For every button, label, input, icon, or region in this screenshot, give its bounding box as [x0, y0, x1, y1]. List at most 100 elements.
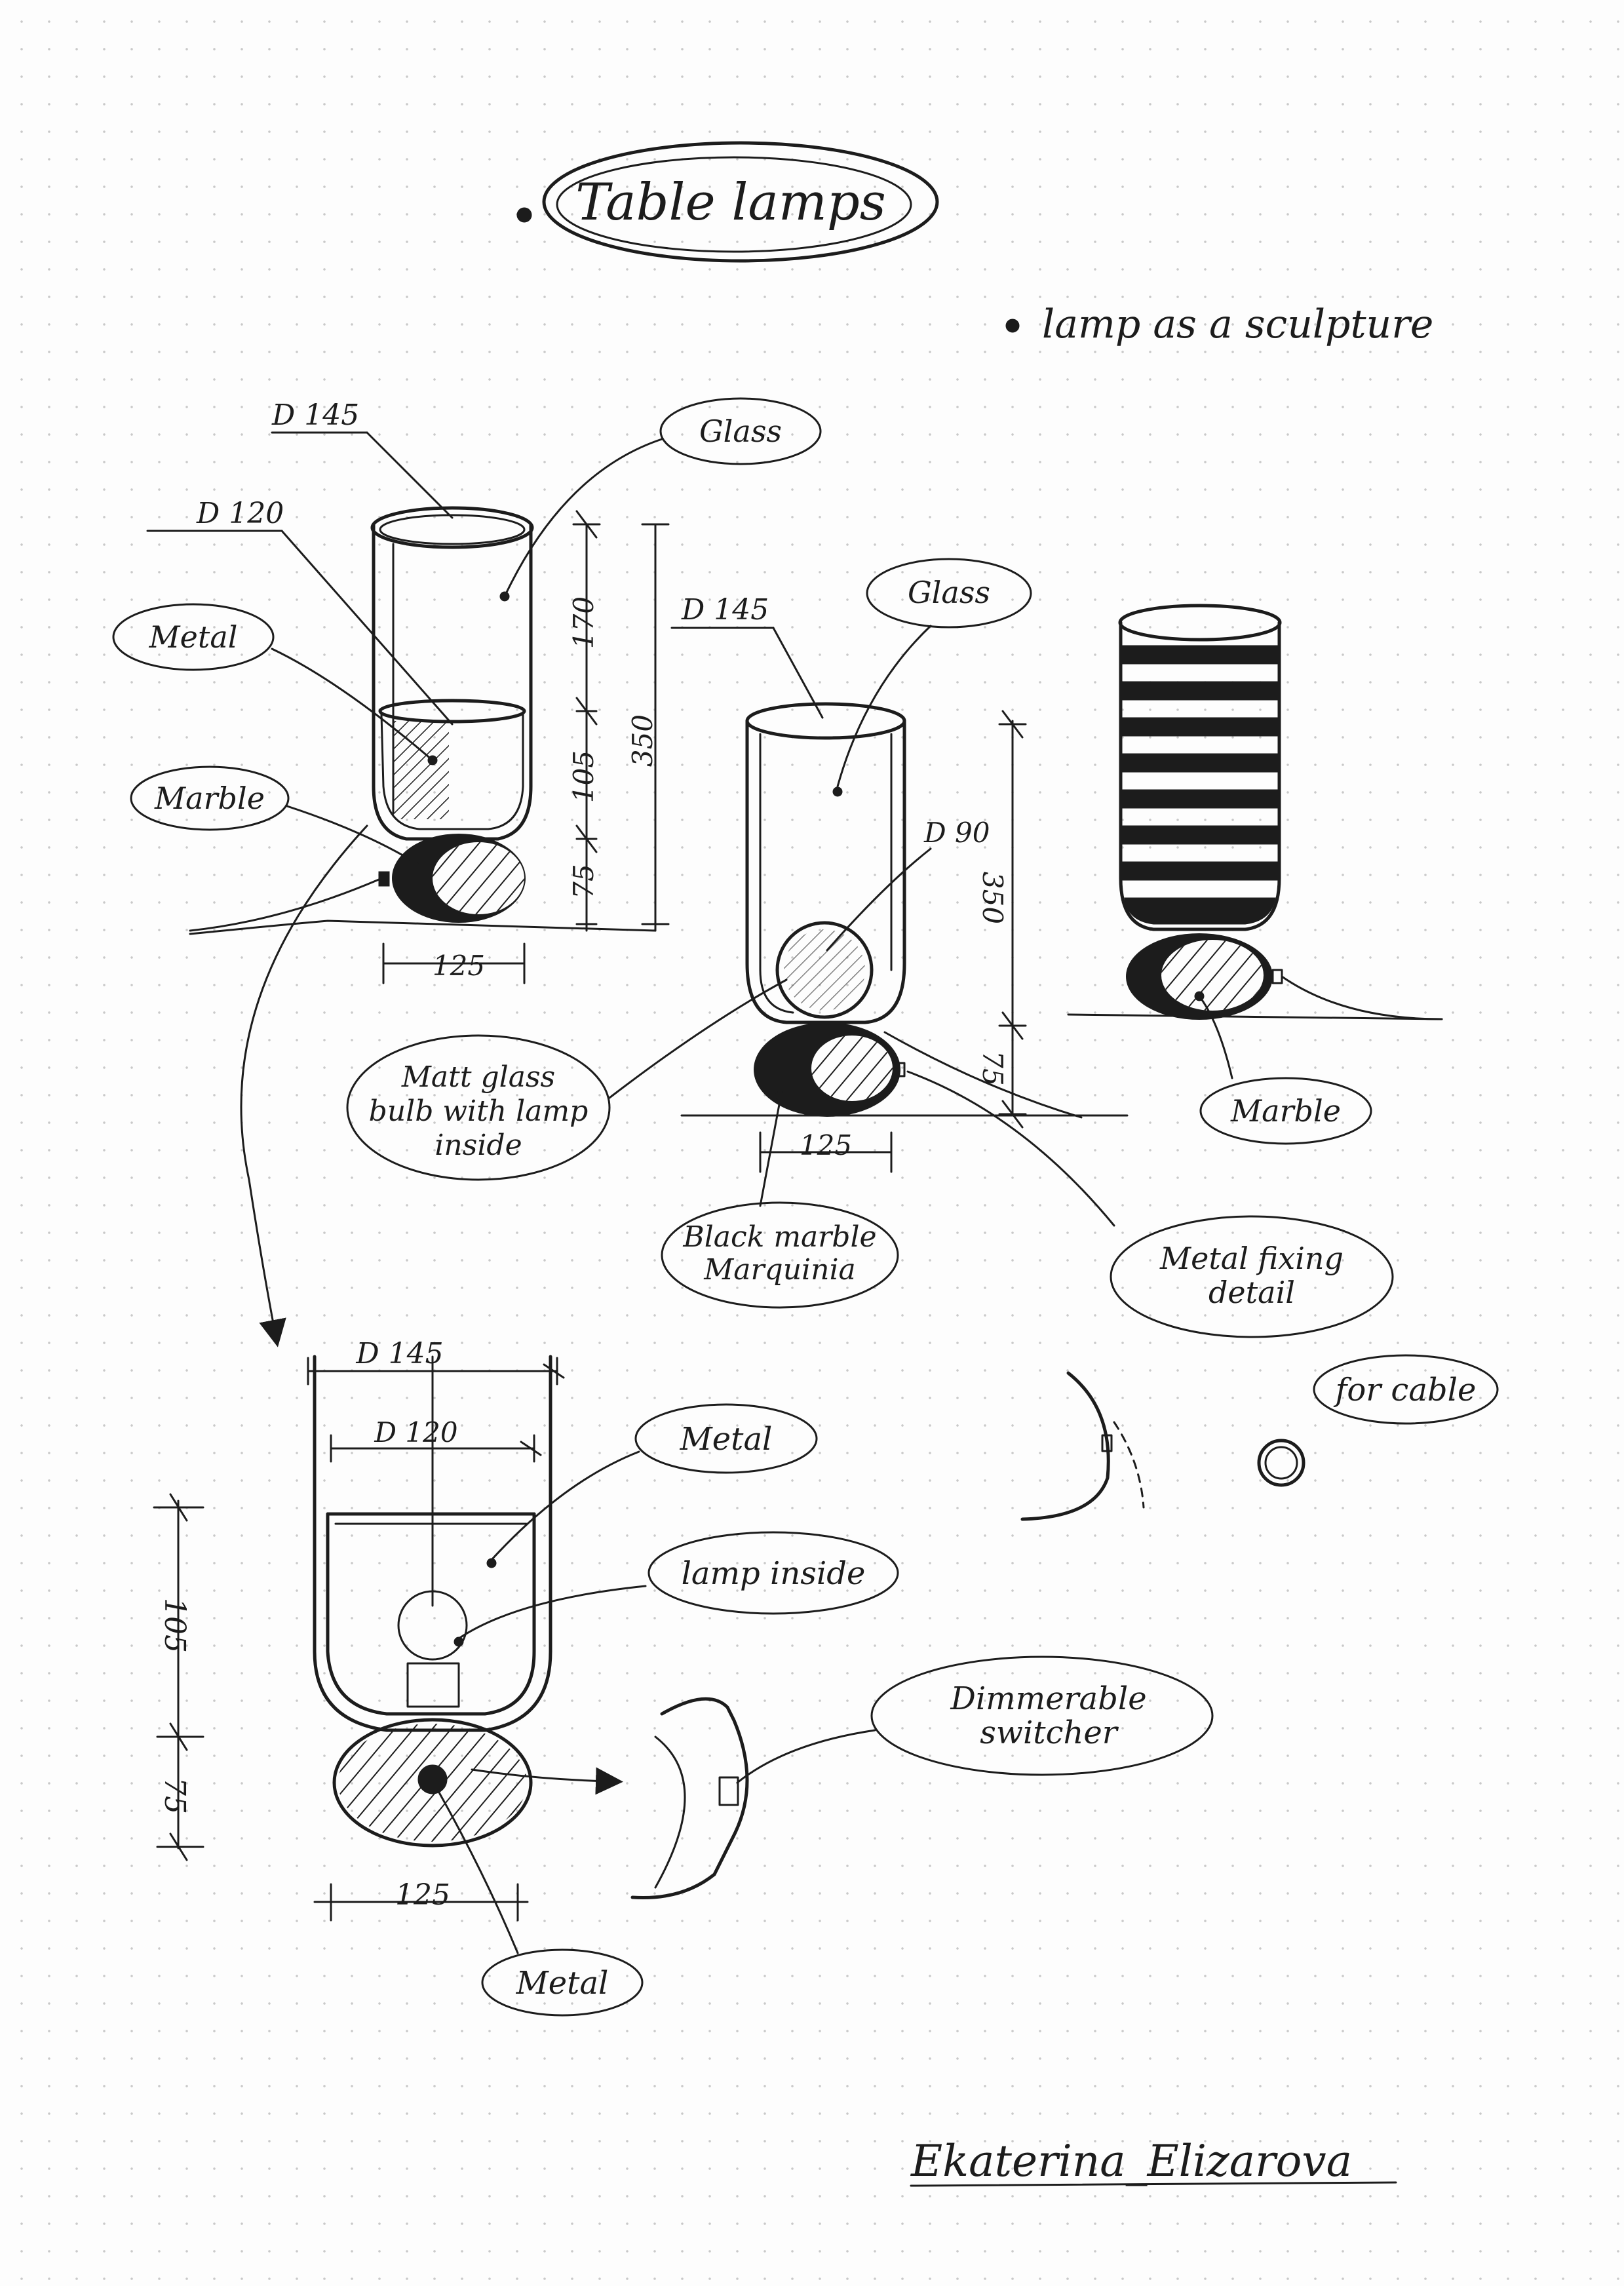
stripe	[1120, 645, 1280, 665]
label-bulb-wrap: Matt glass bulb with lamp inside	[369, 1060, 589, 1162]
switch-side-veins	[654, 1735, 686, 1889]
detail-section: D 145 D 120 105 75 125 Metal lamp inside…	[153, 1337, 1499, 2017]
leader-dot	[427, 755, 438, 765]
cable-hole-arc	[1020, 1371, 1110, 1521]
cable	[1281, 975, 1443, 1020]
label-bubble	[870, 1656, 1214, 1776]
label-fixing-wrap: Metal fixing detail	[1160, 1241, 1344, 1309]
stripe	[1121, 861, 1279, 881]
page-title: Table lamps	[575, 173, 886, 232]
dim-width: 125	[395, 1878, 450, 1912]
detail-arrow	[240, 824, 368, 1347]
dim-ticks	[307, 1357, 565, 1385]
label-bubble	[866, 558, 1032, 629]
striped-rim	[1118, 604, 1282, 642]
stripe	[1120, 789, 1280, 809]
stripe	[1120, 681, 1280, 701]
dim-width: 125	[800, 1129, 852, 1161]
glass-rim	[370, 506, 534, 549]
dim-h1: 105	[158, 1598, 191, 1653]
leader-dot	[486, 1558, 497, 1568]
glass-bulb	[775, 921, 874, 1019]
label-base-wrap: Black marble Marquinia	[683, 1220, 877, 1287]
metal-cup	[380, 713, 524, 830]
marble-veins	[1161, 940, 1264, 1011]
leader-line	[883, 1031, 1083, 1119]
label-bubble	[1110, 1215, 1394, 1338]
dim-ticks	[153, 1493, 204, 1861]
label-cable: for cable	[1334, 1372, 1477, 1408]
dim-d-top: D 145	[271, 398, 359, 432]
label-marble: Marble	[1230, 1093, 1341, 1129]
label-metal: Metal	[149, 619, 238, 655]
cable-hole-ring-inner	[1264, 1446, 1298, 1480]
leader-dot	[499, 591, 510, 602]
dim-h-total: 350	[976, 872, 1009, 924]
glass-cylinder	[745, 719, 906, 1024]
label-bubble	[661, 1201, 899, 1309]
label-bubble	[634, 1403, 818, 1474]
marble-veins	[433, 842, 524, 914]
leader-line	[490, 1450, 640, 1561]
leader-line	[366, 431, 454, 519]
cable-hole-fitting	[1101, 1434, 1113, 1452]
label-bubble	[648, 1531, 899, 1615]
stripe	[1124, 897, 1276, 925]
dim-d-top: D 145	[681, 593, 769, 627]
outer-glass-profile	[313, 1355, 552, 1732]
leader-line	[280, 530, 454, 726]
dim-h1: 170	[568, 596, 600, 649]
leader-line	[759, 1100, 781, 1207]
dim-ticks	[382, 942, 526, 984]
page-subtitle: lamp as a sculpture	[1042, 301, 1433, 347]
dim-h3: 75	[568, 864, 600, 899]
dim-ticks	[998, 710, 1027, 1129]
leader-line	[438, 1791, 519, 1954]
marble-ball	[332, 1718, 533, 1848]
label-bubble	[1313, 1354, 1499, 1425]
stripe	[1120, 825, 1280, 845]
leader-line	[608, 978, 788, 1099]
leader-dot	[454, 1637, 464, 1647]
dim-h2: 75	[158, 1777, 191, 1814]
dim-h-total: 350	[627, 714, 659, 767]
lamp-1: 170 105 75 350 125 D 145 D 120 Glass Met…	[112, 397, 822, 984]
metal-cup	[326, 1512, 536, 1716]
label-base: Black marble Marquinia	[683, 1220, 877, 1287]
label-bubble	[130, 765, 290, 831]
dimmer-knob	[417, 1764, 448, 1794]
dim-d-inner: D 120	[374, 1416, 457, 1448]
leader-line	[457, 1585, 647, 1640]
leader-line	[906, 1070, 1115, 1227]
signature: Ekaterina_Elizarova	[910, 2136, 1352, 2186]
leader-line	[772, 627, 824, 719]
label-glass: Glass	[699, 414, 782, 449]
dim-h2: 105	[568, 750, 600, 803]
metal-cup-rim	[378, 699, 526, 724]
label-metal-top: Metal	[680, 1421, 773, 1458]
dim-ticks	[759, 1131, 893, 1173]
signature-underline	[910, 2181, 1397, 2187]
fixing-knob	[894, 1062, 906, 1077]
stripe	[1120, 717, 1280, 737]
cable-hole-ring	[1257, 1439, 1305, 1487]
bullet-dot	[1005, 319, 1020, 333]
lamp-socket	[406, 1662, 460, 1708]
label-metal-bottom: Metal	[516, 1965, 609, 2002]
leader-dot	[832, 786, 843, 797]
label-lamp-inside: lamp inside	[682, 1555, 866, 1592]
label-bubble	[481, 1948, 644, 2017]
lamp-2: 350 75 125 D 145 D 90 Glass Matt glass b…	[346, 558, 1394, 1338]
marble-veins	[811, 1036, 893, 1101]
leader-line	[826, 847, 932, 952]
leader-dot	[775, 1091, 785, 1101]
dim-ticks	[330, 1883, 519, 1922]
title-ellipse	[542, 141, 939, 263]
stripe	[1120, 753, 1280, 773]
leader-line	[503, 438, 663, 598]
striped-glass	[1119, 621, 1281, 931]
label-bubble	[659, 397, 822, 465]
subtitle-group: lamp as a sculpture	[1005, 301, 1433, 347]
detail-arrow	[471, 1767, 623, 1795]
